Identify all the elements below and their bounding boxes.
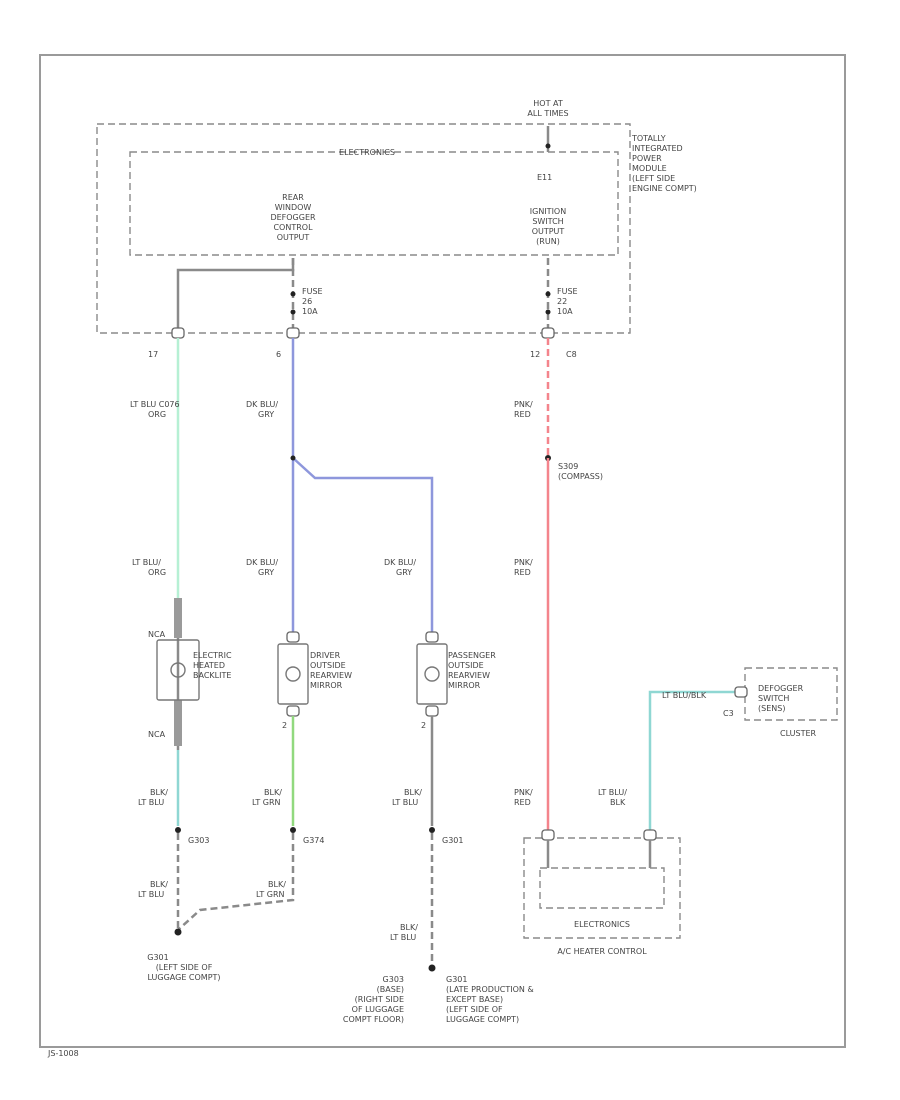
- fuse-26-dot-bot: [290, 309, 296, 315]
- wire-label-pnk-red-bot: PNK/RED: [514, 788, 533, 807]
- wire-label-blk-ltgrn: BLK/LT GRN: [252, 788, 282, 807]
- pin-12-label: 12: [530, 350, 540, 359]
- battery-feed-dot: [545, 143, 551, 149]
- pin-17-label: 17: [148, 350, 158, 359]
- diagram-frame: [39, 54, 846, 1048]
- hvac-electronics-label: ELECTRONICS: [574, 920, 630, 929]
- tipm-box: [96, 123, 631, 334]
- hvac-box: [523, 837, 681, 939]
- cluster-box: [744, 667, 838, 721]
- wire-ltblu-blk: [648, 690, 735, 830]
- passenger-mirror-pin2: 2: [421, 721, 426, 730]
- hvac-label: A/C HEATER CONTROL: [557, 947, 647, 956]
- driver-mirror-element: [277, 643, 309, 705]
- splice-s309-label: S309(COMPASS): [558, 462, 603, 481]
- g303-label: G303: [188, 836, 209, 845]
- passenger-mirror-conn-top: [425, 631, 439, 643]
- hvac-conn-ltblu: [643, 829, 657, 841]
- wire-label-blk-ltblu-1: BLK/LT BLU: [138, 788, 168, 807]
- c8-label: C8: [566, 350, 577, 359]
- splice-g303-dot: [175, 827, 181, 833]
- connector-pin-6: [286, 327, 300, 339]
- connector-pin-17: [171, 327, 185, 339]
- ground-g301-late-label: G301(LATE PRODUCTION &EXCEPT BASE)(LEFT …: [446, 975, 534, 1024]
- fuse-26-dot-top: [290, 291, 296, 297]
- wire-label-ltblu-org-mid: LT BLU/ORG: [132, 558, 166, 577]
- passenger-mirror-conn-bot: [425, 705, 439, 717]
- driver-mirror-conn-top: [286, 631, 300, 643]
- splice-g301-dot: [429, 827, 435, 833]
- wire-label-dkblu-gry-mid1: DK BLU/GRY: [246, 558, 278, 577]
- nca-bot-label: NCA: [148, 730, 166, 739]
- backlite-element: [156, 639, 200, 701]
- fuse-22-dot-bot: [545, 309, 551, 315]
- backlite-bot-lead: [174, 700, 182, 746]
- pin-6-label: 6: [276, 350, 281, 359]
- tipm-internal-left: [176, 258, 295, 330]
- driver-mirror-pin2: 2: [282, 721, 287, 730]
- hvac-conn-pnk: [541, 829, 555, 841]
- wire-label-dkblu-gry-top: DK BLU/GRY: [246, 400, 278, 419]
- driver-mirror-conn-bot: [286, 705, 300, 717]
- electronics-label: ELECTRONICS: [339, 148, 395, 157]
- passenger-mirror-heater-icon: [424, 666, 440, 682]
- ground-point-g301-left: [174, 928, 182, 936]
- backlite-grid-icon: [170, 662, 186, 678]
- wire-label-blk-ltblu-low1: BLK/LT BLU: [138, 880, 168, 899]
- wire-dkblu-gry-passenger: [292, 457, 434, 632]
- electronics-box: [129, 151, 619, 256]
- splice-g374-dot: [290, 827, 296, 833]
- wire-label-blk-ltblu-low2: BLK/LT BLU: [390, 923, 418, 942]
- hvac-electronics-box: [539, 867, 665, 909]
- c3-label: C3: [723, 709, 734, 718]
- nca-top-label: NCA: [148, 630, 166, 639]
- passenger-mirror-element: [416, 643, 448, 705]
- wire-label-pnk-red-top: PNK/RED: [514, 400, 533, 419]
- splice-dkblu-gry-dot: [290, 455, 296, 461]
- cluster-conn-c3: [734, 686, 748, 698]
- backlite-top-lead: [174, 598, 182, 638]
- wire-label-ltblu-blk-top: LT BLU/BLK: [662, 691, 707, 700]
- e11-label: E11: [537, 173, 552, 182]
- ground-wire-g374: [177, 833, 295, 931]
- wire-label-ltblu-blk: LT BLU/BLK: [598, 788, 627, 807]
- driver-mirror-heater-icon: [285, 666, 301, 682]
- frame-code-label: JS-1008: [47, 1049, 79, 1058]
- wire-label-blk-ltblu-3: BLK/LT BLU: [392, 788, 422, 807]
- wire-label-pnk-red-mid: PNK/RED: [514, 558, 533, 577]
- g374-label: G374: [303, 836, 324, 845]
- ground-point-g303-g301: [428, 964, 436, 972]
- g301-label: G301: [442, 836, 463, 845]
- fuse-22-dot-top: [545, 291, 551, 297]
- wire-label-blk-ltgrn-low: BLK/LT GRN: [256, 880, 286, 899]
- cluster-label: CLUSTER: [780, 729, 817, 738]
- wire-label-dkblu-gry-mid2: DK BLU/GRY: [384, 558, 416, 577]
- connector-pin-12: [541, 327, 555, 339]
